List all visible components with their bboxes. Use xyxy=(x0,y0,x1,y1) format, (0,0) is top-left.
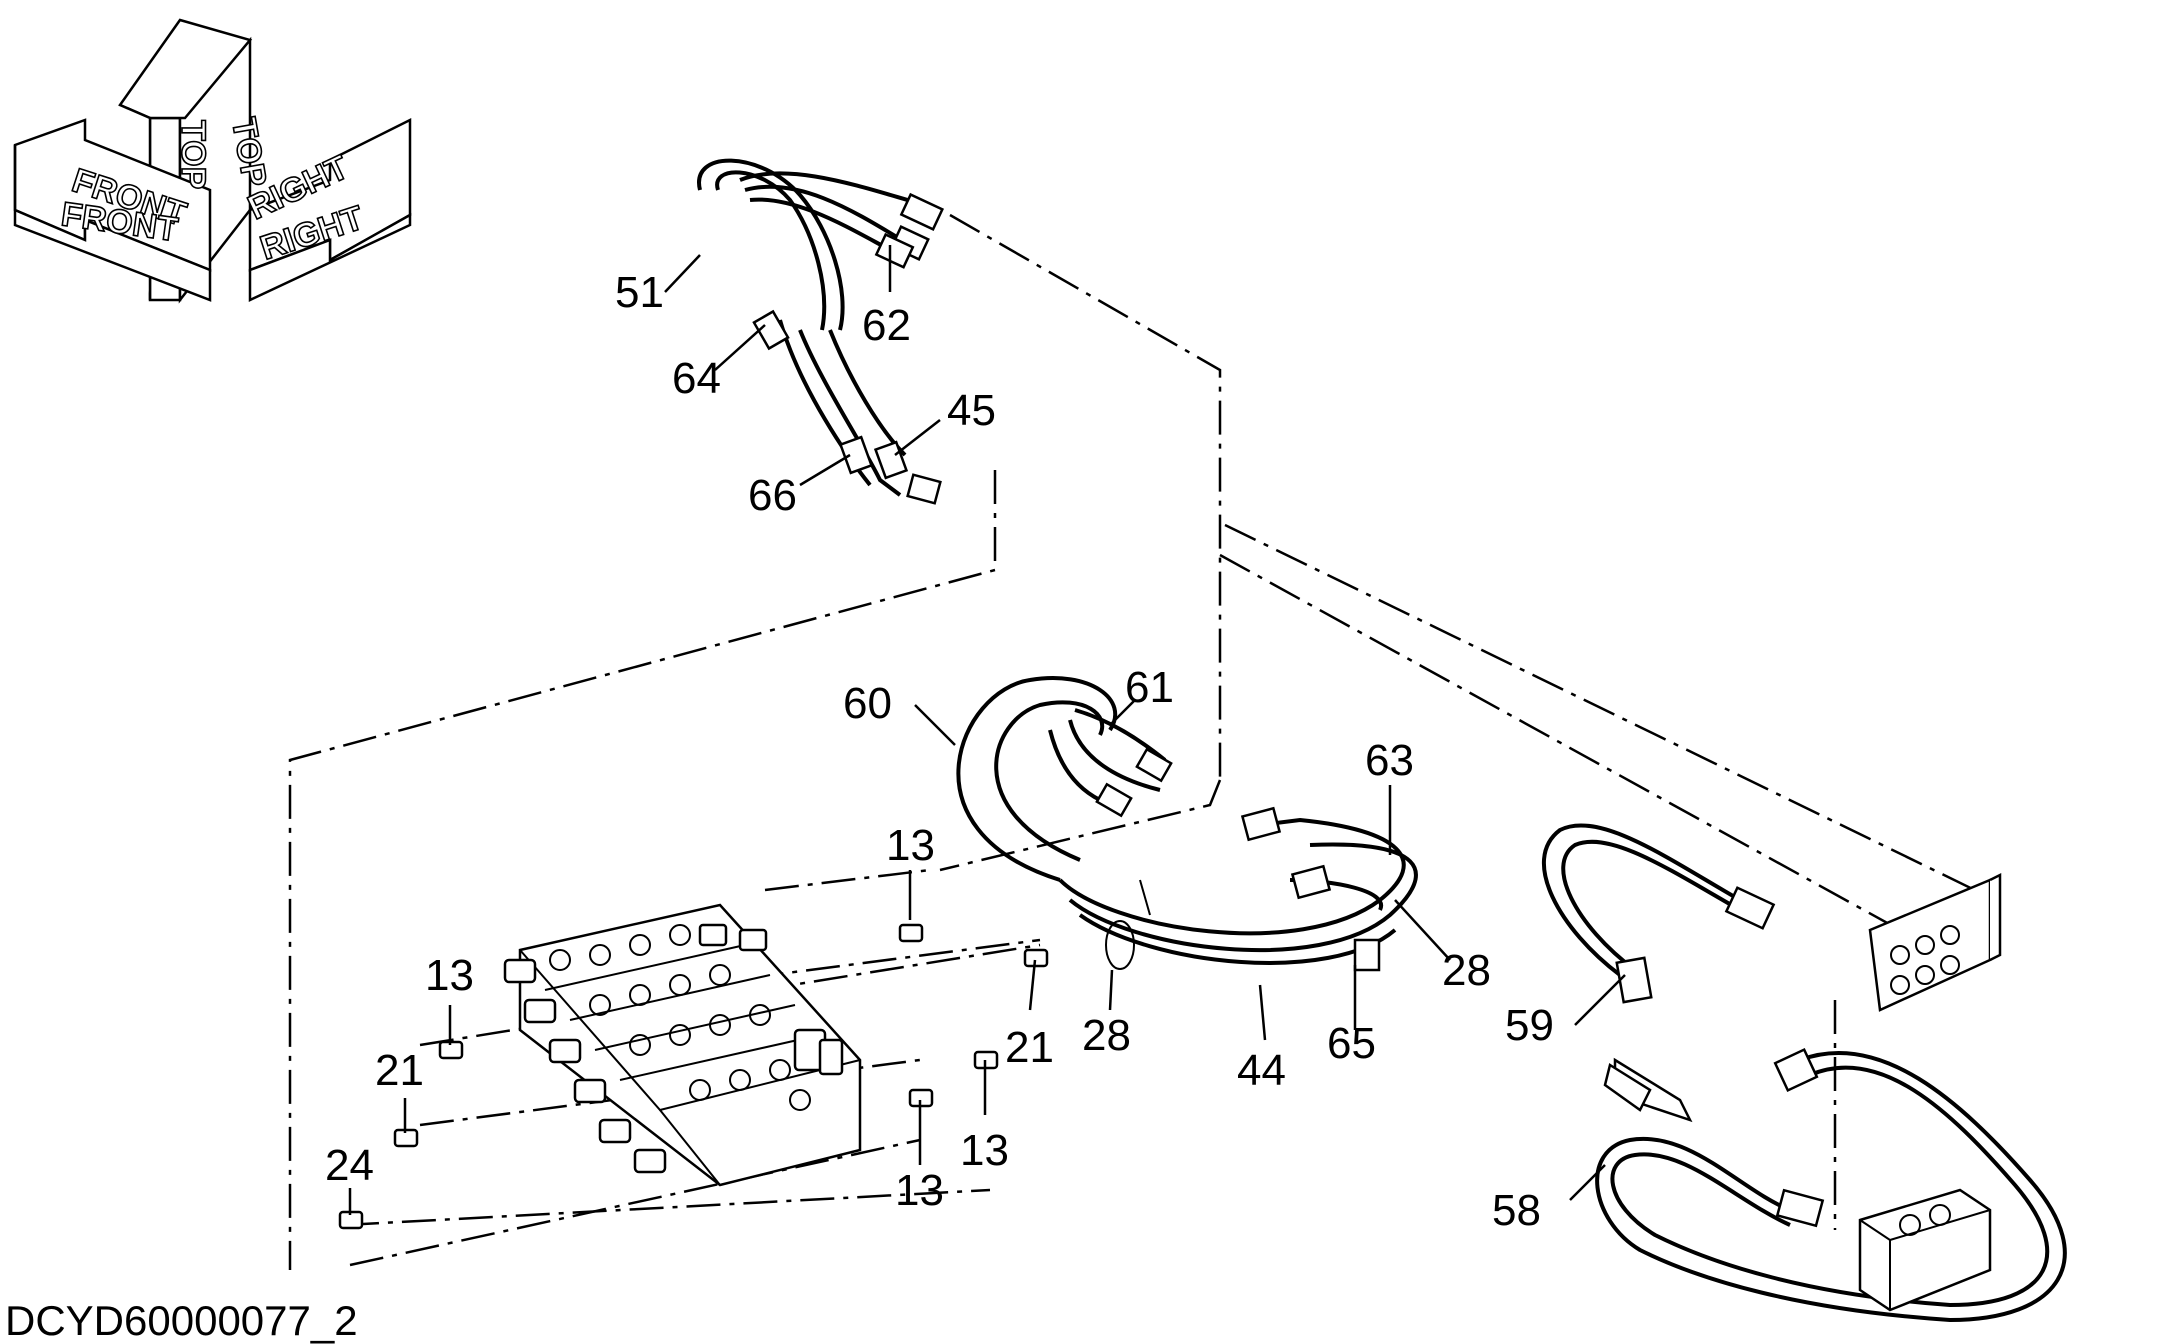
leader-lines xyxy=(348,245,1626,1215)
callout-24: 24 xyxy=(325,1141,374,1190)
callout-58: 58 xyxy=(1492,1186,1541,1235)
callout-51: 51 xyxy=(615,268,664,317)
callout-62: 62 xyxy=(862,301,911,350)
callout-44: 44 xyxy=(1237,1046,1286,1095)
callout-45: 45 xyxy=(947,386,996,435)
right-hose-assembly xyxy=(1541,823,2067,1323)
callout-28-left: 28 xyxy=(1082,1011,1131,1060)
control-valve-bank xyxy=(503,903,862,1187)
callout-64: 64 xyxy=(672,354,721,403)
callout-21-right: 21 xyxy=(1005,1023,1054,1072)
callout-61: 61 xyxy=(1125,663,1174,712)
orientation-top-left: TOP xyxy=(174,120,212,189)
callout-13-upper: 13 xyxy=(886,821,935,870)
callout-13-bottom: 13 xyxy=(895,1166,944,1215)
callout-13-left: 13 xyxy=(425,951,474,1000)
callouts: 51 62 64 45 66 60 61 63 13 13 21 24 21 1… xyxy=(325,268,1554,1235)
callout-59: 59 xyxy=(1505,1001,1554,1050)
drawing-id: DCYD60000077_2 xyxy=(5,1297,358,1344)
orientation-indicator: FRONT FRONT TOP TOP RIGHT RIGHT xyxy=(13,18,412,304)
callout-66: 66 xyxy=(748,471,797,520)
routing-lines xyxy=(288,213,1986,1270)
callout-60: 60 xyxy=(843,679,892,728)
middle-hose-assembly xyxy=(956,676,1418,972)
callout-63: 63 xyxy=(1365,736,1414,785)
callout-13-mid: 13 xyxy=(960,1126,1009,1175)
callout-21-left: 21 xyxy=(375,1046,424,1095)
callout-65: 65 xyxy=(1327,1019,1376,1068)
callout-28-right: 28 xyxy=(1442,946,1491,995)
fittings xyxy=(338,923,1652,1230)
